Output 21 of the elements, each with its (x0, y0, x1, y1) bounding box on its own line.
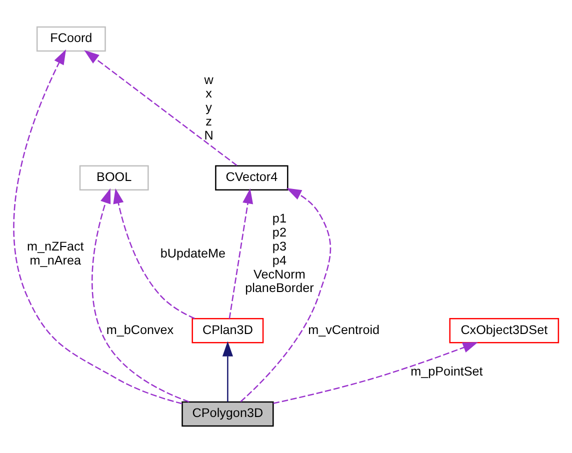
edge-label: w x y z N (204, 72, 214, 142)
node-box: CVector4 (215, 165, 288, 191)
arrow (222, 341, 233, 402)
edge-label: m_vCentroid (308, 322, 380, 337)
arrow (273, 342, 478, 404)
arrow (113, 188, 195, 320)
arrow (13, 49, 182, 404)
edge-label: m_nZFact m_nArea (27, 239, 84, 268)
node-box: CxObject3DSet (449, 318, 560, 344)
node-box: CPlan3D (192, 318, 264, 344)
edge-label: p1 p2 p3 p4 VecNorm planeBorder (245, 212, 314, 296)
arrow (228, 188, 254, 319)
node-box: FCoord (36, 26, 106, 52)
edge-label: m_bConvex (106, 322, 174, 337)
arrow (240, 188, 332, 402)
arrow (92, 188, 190, 402)
edge-label: bUpdateMe (160, 246, 226, 260)
edge-label: m_pPointSet (410, 364, 483, 378)
arrow (84, 50, 238, 166)
node-box: CPolygon3D (182, 401, 274, 427)
node-box: BOOL (79, 165, 149, 191)
